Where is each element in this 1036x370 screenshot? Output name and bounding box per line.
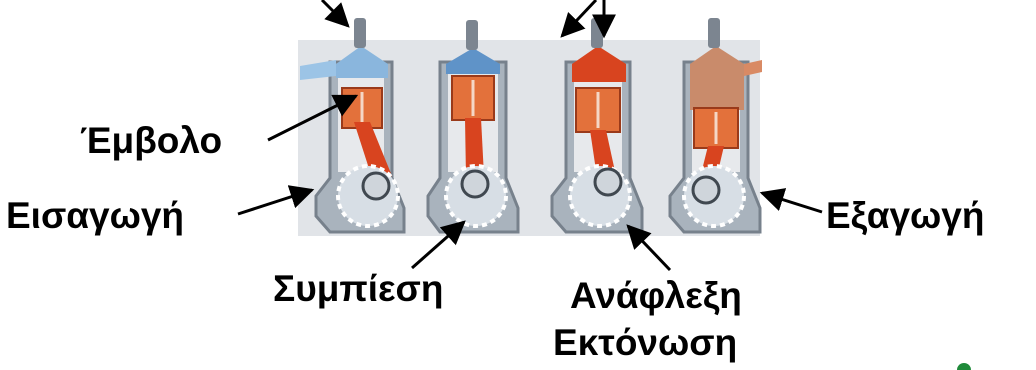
label-expansion: Εκτόνωση	[553, 322, 738, 363]
label-compression: Συμπίεση	[273, 268, 444, 309]
corner-mark	[957, 363, 971, 370]
cylinder-compression	[426, 20, 520, 234]
label-intake: Εισαγωγή	[6, 195, 185, 236]
arrow-top-mid-a	[560, 0, 598, 38]
arrow-compression	[411, 220, 466, 270]
label-ignition: Ανάφλεξη	[570, 275, 742, 316]
arrow-ignition	[626, 224, 672, 272]
cylinder-exhaust	[668, 18, 762, 234]
label-piston: Έμβολο	[80, 120, 223, 161]
label-exhaust: Εξαγωγή	[826, 195, 985, 236]
cylinder-power	[550, 18, 644, 234]
arrow-piston	[267, 94, 359, 142]
arrow-top-left	[320, 0, 350, 28]
arrow-intake	[237, 185, 315, 216]
arrow-exhaust	[759, 188, 823, 214]
pointer-arrows	[237, 0, 823, 272]
